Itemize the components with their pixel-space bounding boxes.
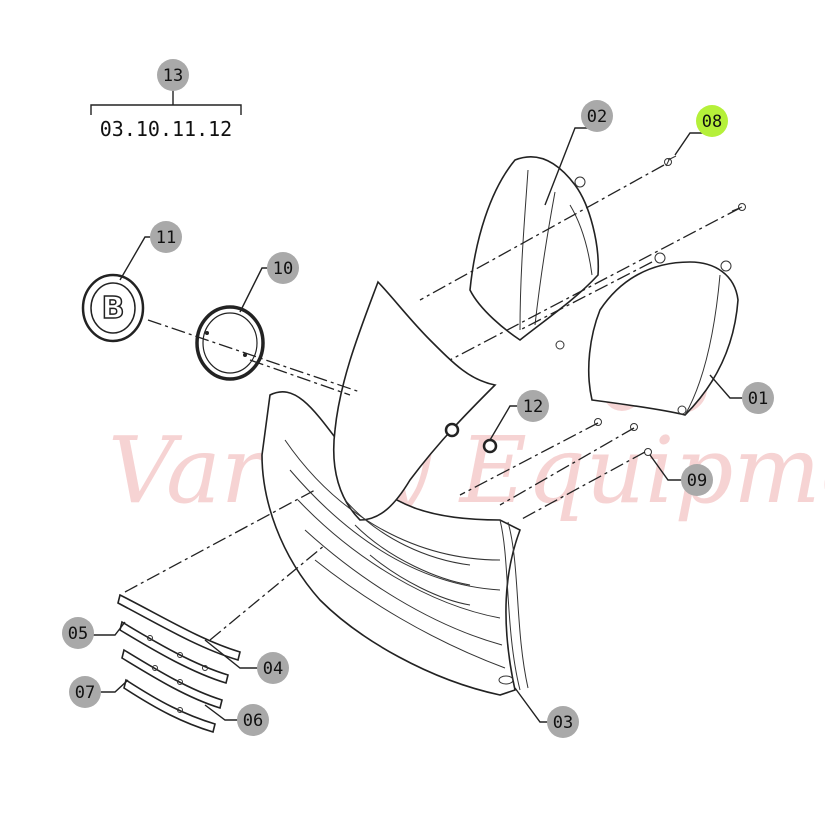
callout-badge	[581, 100, 613, 132]
emblem-letter: B	[102, 291, 125, 326]
callout-label: 07	[75, 683, 95, 703]
callout-05: 05	[62, 617, 94, 649]
trim-strip-part-07	[121, 648, 223, 710]
callout-label: 10	[273, 259, 293, 279]
callout-03: 03	[547, 706, 579, 738]
callout-label: 13	[163, 66, 183, 86]
callout-badge	[696, 105, 728, 137]
callout-label: 09	[687, 471, 707, 491]
front-grille-part-03	[261, 280, 529, 696]
trim-strip-part-06	[123, 678, 216, 734]
callout-badge	[681, 464, 713, 496]
callout-label: 04	[263, 659, 283, 679]
headlight-housing-part-02	[469, 156, 600, 350]
callout-badge	[69, 676, 101, 708]
callout-09: 09	[681, 464, 713, 496]
callout-label: 03	[553, 713, 573, 733]
badge-ring-part-10	[195, 305, 265, 381]
callout-badge	[62, 617, 94, 649]
screws-part-09	[594, 418, 652, 456]
assembly-lines	[124, 164, 741, 641]
callout-08: 08	[696, 105, 728, 137]
watermark-text: Varney Equipment	[108, 417, 825, 524]
callout-10: 10	[267, 252, 299, 284]
callout-badge	[517, 390, 549, 422]
side-panel-part-01	[587, 252, 739, 416]
callout-07: 07	[69, 676, 101, 708]
callout-badge	[742, 382, 774, 414]
callout-01: 01	[742, 382, 774, 414]
callout-badge	[267, 252, 299, 284]
callout-04: 04	[257, 652, 289, 684]
callout-label: 01	[748, 389, 768, 409]
callout-label: 02	[587, 107, 607, 127]
callout-badge	[150, 221, 182, 253]
callout-badge	[257, 652, 289, 684]
screws-part-08	[664, 155, 746, 212]
callout-label: 11	[156, 228, 176, 248]
callout-label: 08	[702, 112, 722, 132]
emblem-part-11: B	[81, 273, 145, 343]
callout-badge	[547, 706, 579, 738]
callout-label: 06	[243, 711, 263, 731]
trim-strip-part-04	[119, 620, 229, 685]
assembly-note: 03.10.11.12	[100, 117, 232, 141]
callout-badge	[157, 59, 189, 91]
callout-badge	[237, 704, 269, 736]
callout-label: 05	[68, 624, 88, 644]
callouts: 01 02 03 04 05 06 07 08 09 10 11 12 13	[62, 59, 774, 738]
callout-12: 12	[517, 390, 549, 422]
callout-13: 13	[157, 59, 189, 91]
callout-06: 06	[237, 704, 269, 736]
callout-11: 11	[150, 221, 182, 253]
callout-label: 12	[523, 397, 543, 417]
trim-strip-part-05	[117, 593, 241, 662]
callout-02: 02	[581, 100, 613, 132]
